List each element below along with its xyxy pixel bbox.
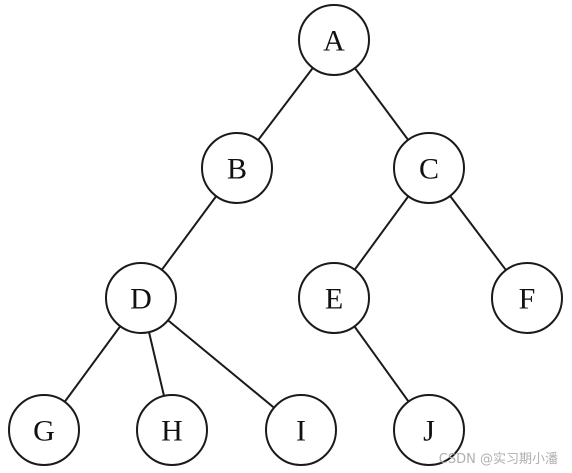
- node-h: H: [136, 394, 208, 466]
- tree-nodes: A B C D E F G H I J: [8, 4, 563, 466]
- node-i: I: [265, 394, 337, 466]
- node-g: G: [8, 394, 80, 466]
- tree-edges: [43, 39, 528, 431]
- node-c: C: [393, 132, 465, 204]
- node-label: G: [33, 415, 55, 448]
- node-label: J: [423, 415, 435, 448]
- node-label: F: [519, 283, 536, 316]
- node-circle: [136, 394, 208, 466]
- node-label: C: [419, 153, 439, 186]
- node-label: I: [296, 415, 306, 448]
- node-label: B: [227, 153, 247, 186]
- node-label: H: [161, 415, 183, 448]
- node-e: E: [298, 262, 370, 334]
- node-circle: [491, 262, 563, 334]
- node-label: A: [323, 25, 345, 58]
- node-circle: [298, 262, 370, 334]
- node-circle: [105, 262, 177, 334]
- node-circle: [393, 394, 465, 466]
- node-d: D: [105, 262, 177, 334]
- node-label: E: [325, 283, 343, 316]
- node-label: D: [130, 283, 152, 316]
- node-f: F: [491, 262, 563, 334]
- watermark: CSDN @实习期小潘: [438, 452, 558, 467]
- node-b: B: [201, 132, 273, 204]
- node-circle: [298, 4, 370, 76]
- node-a: A: [298, 4, 370, 76]
- node-circle: [201, 132, 273, 204]
- node-circle: [8, 394, 80, 466]
- node-j: J: [393, 394, 465, 466]
- node-circle: [393, 132, 465, 204]
- node-circle: [265, 394, 337, 466]
